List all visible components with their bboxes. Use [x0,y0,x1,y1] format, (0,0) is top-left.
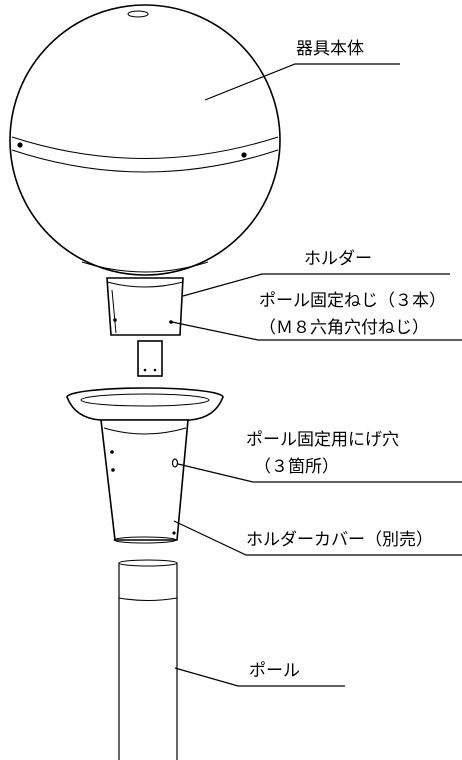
fixture-body-globe [9,4,281,276]
holder-cover-part [100,419,189,544]
pole-part [118,559,178,760]
label-fixture-body: 器具本体 [296,39,364,59]
label-pole-screw-line2: （Ｍ８六角穴付ねじ） [259,318,429,338]
holder-part [106,277,184,377]
label-holder: ホルダー [304,249,372,269]
label-relief-hole-line2: （３箇所） [254,457,339,477]
label-relief-hole-line1: ポール固定用にげ穴 [246,430,399,450]
tray-dish [66,387,224,421]
label-holder-cover: ホルダーカバー（別売） [246,530,433,550]
leader-lines [171,63,462,687]
label-pole-screw-line1: ポール固定ねじ（３本） [259,291,446,311]
label-pole: ポール [249,661,300,681]
